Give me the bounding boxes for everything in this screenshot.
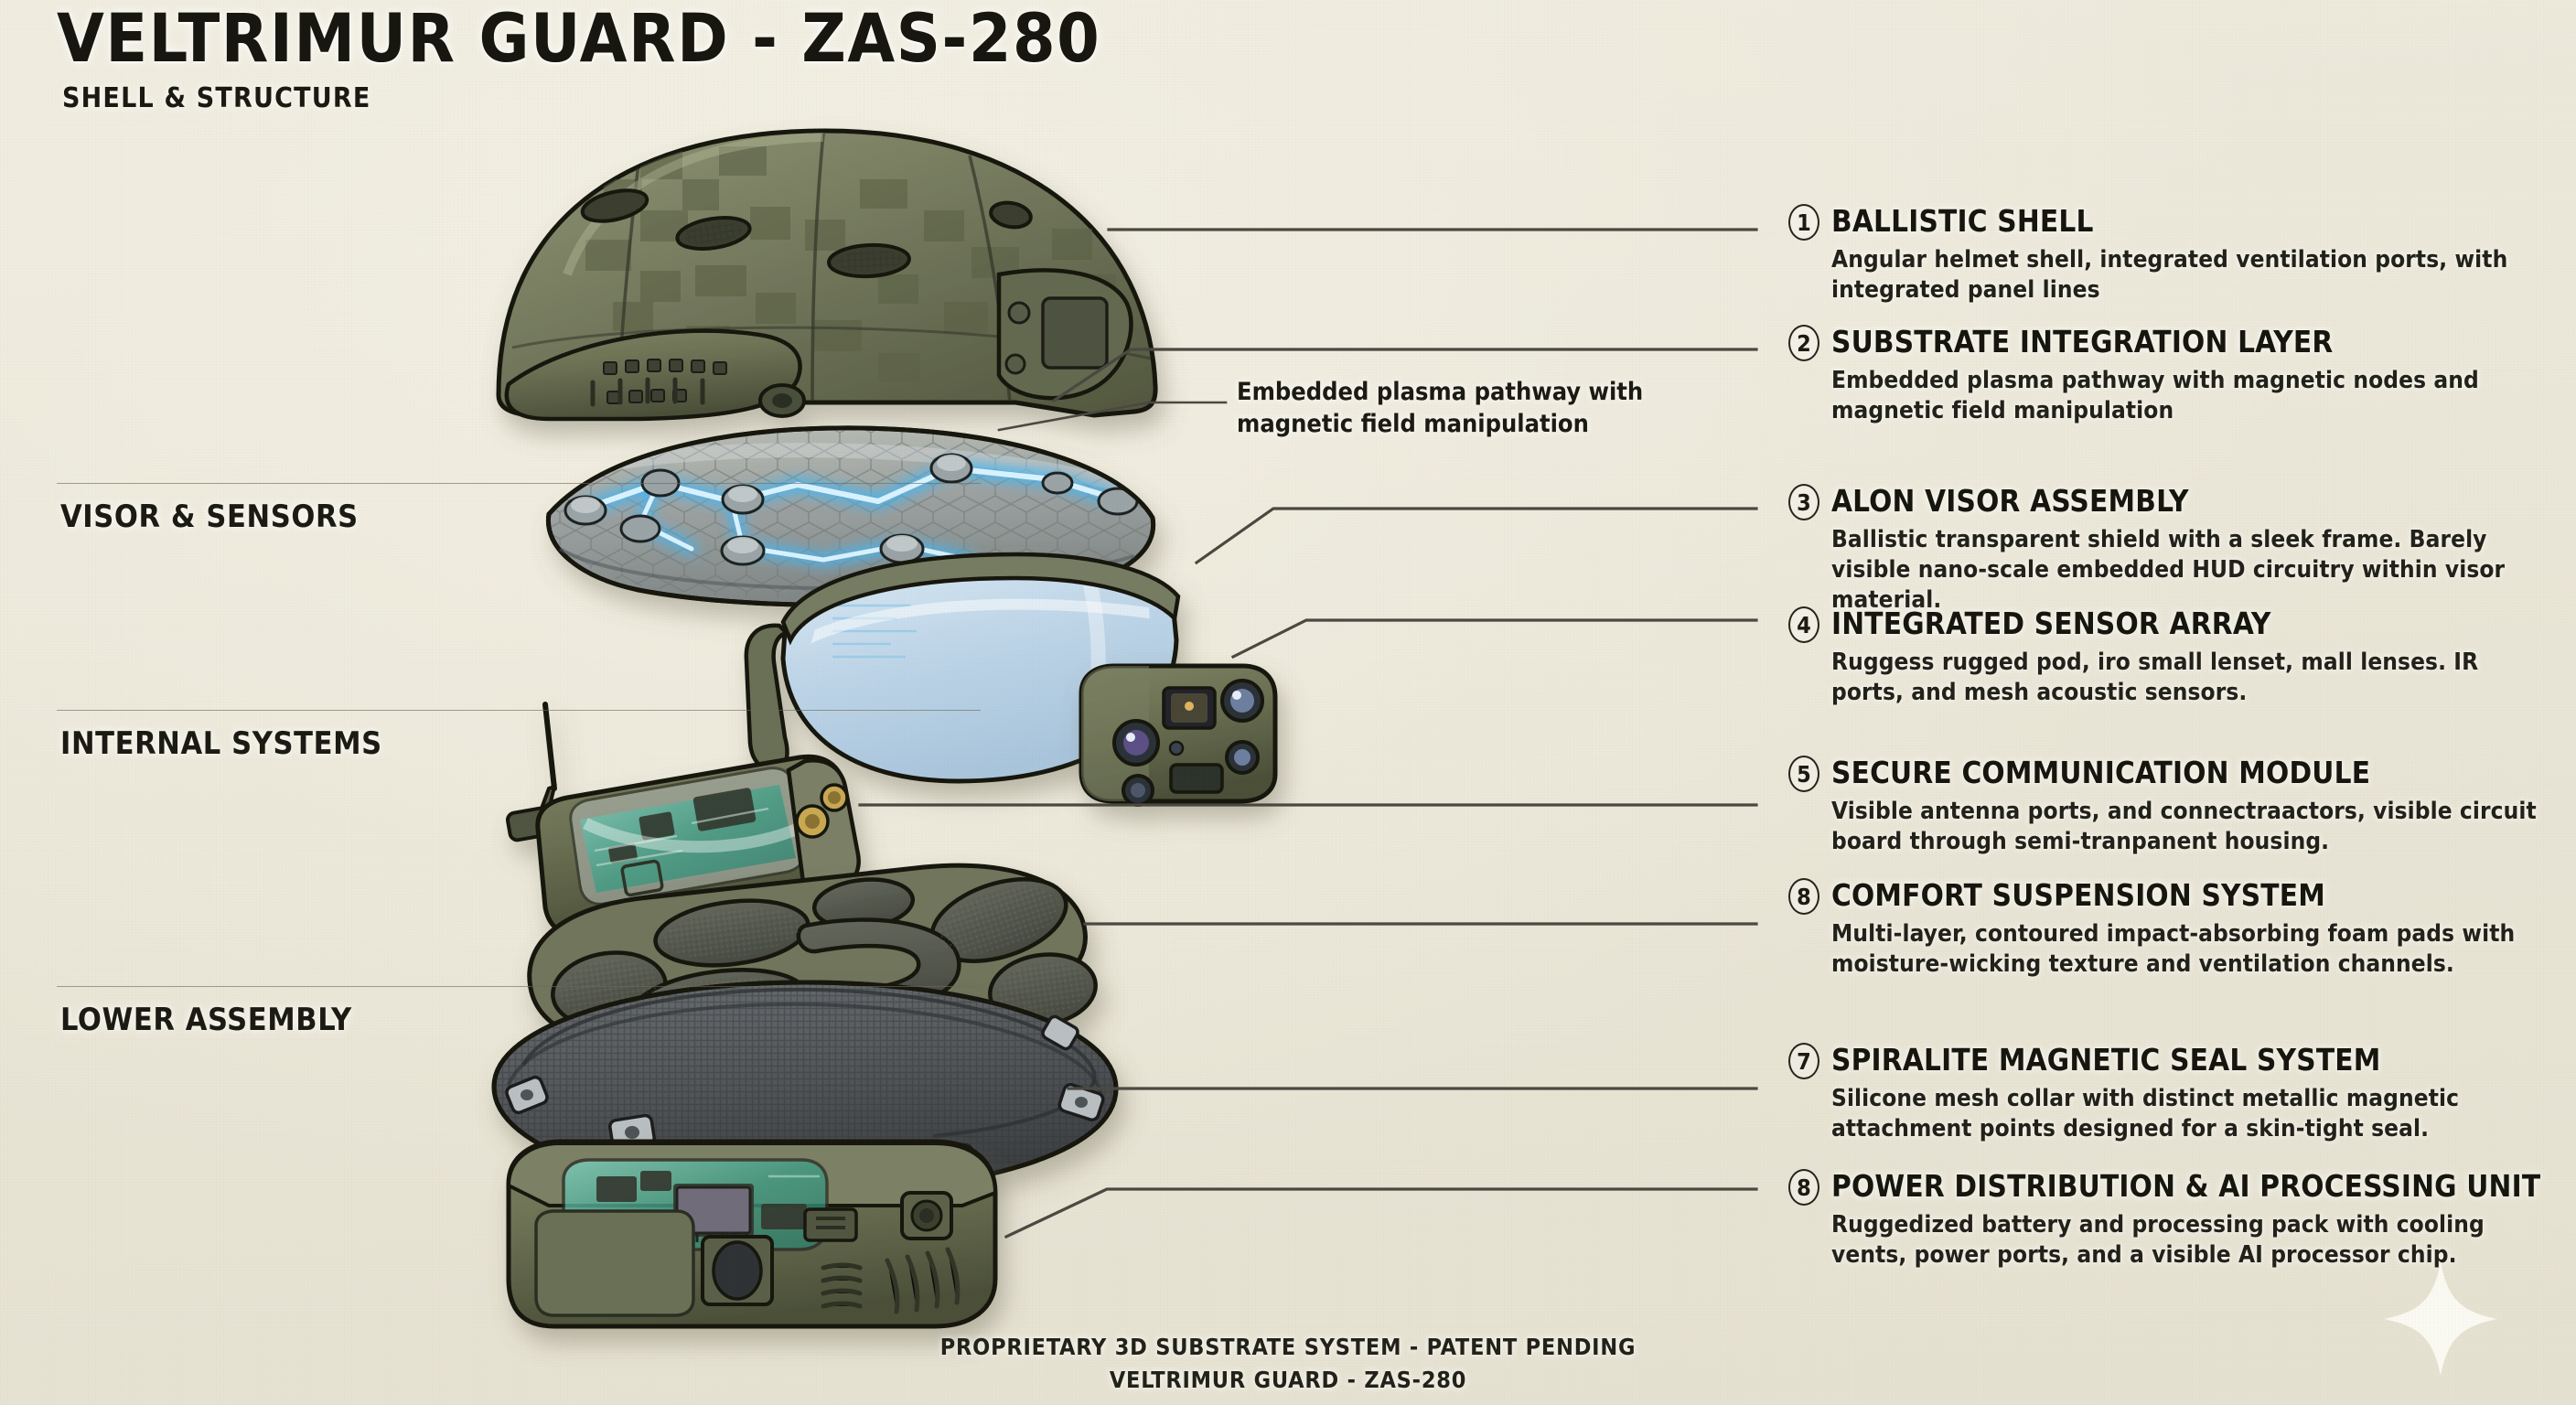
magnetic-nodes: [564, 453, 1139, 566]
callout-number-4: 4: [1788, 606, 1819, 643]
callout-body-8: Ruggedized battery and processing pack w…: [1831, 1211, 2485, 1269]
leader-line-3: [1194, 507, 1758, 565]
callout-title-8: POWER DISTRIBUTION & AI PROCESSING UNIT: [1831, 1168, 2541, 1204]
callout-body-5: Visible antenna ports, and connectraacto…: [1831, 798, 2537, 855]
part-ballistic-shell: [496, 128, 1158, 422]
leader-line-8: [1004, 1187, 1758, 1239]
callout-body-6: Multi-layer, contoured impact-absorbing …: [1831, 920, 2516, 978]
sparkle-icon: [2384, 1262, 2497, 1376]
callout-number-7: 7: [1788, 1043, 1819, 1079]
page-subtitle: SHELL & STRUCTURE: [62, 82, 371, 115]
part-power-unit: [506, 1139, 998, 1329]
callout-number-8: 8: [1788, 1169, 1819, 1206]
callout-item-4[interactable]: 4 INTEGRATED SENSOR ARRAY Ruggess rugged…: [1788, 606, 2552, 708]
footer-block: PROPRIETARY 3D SUBSTRATE SYSTEM - PATENT…: [0, 1331, 2576, 1398]
callout-body-4: Ruggess rugged pod, iro small lenset, ma…: [1831, 649, 2479, 706]
section-divider-visor: [57, 483, 981, 484]
section-label-visor-sensors: VISOR & SENSORS: [60, 499, 359, 535]
callout-body-2: Embedded plasma pathway with magnetic no…: [1831, 367, 2479, 424]
section-divider-internal: [57, 710, 981, 711]
callout-item-6[interactable]: 8 COMFORT SUSPENSION SYSTEM Multi-layer,…: [1788, 877, 2552, 980]
callout-number-2: 2: [1788, 325, 1819, 361]
callout-title-3: ALON VISOR ASSEMBLY: [1831, 483, 2189, 519]
callout-item-2[interactable]: 2 SUBSTRATE INTEGRATION LAYER Embedded p…: [1788, 324, 2552, 426]
page-title: VELTRIMUR GUARD - ZAS-280: [57, 0, 1101, 78]
callout-number-1: 1: [1788, 204, 1819, 241]
callout-title-5: SECURE COMMUNICATION MODULE: [1831, 755, 2371, 790]
callout-item-1[interactable]: 1 BALLISTIC SHELL Angular helmet shell, …: [1788, 203, 2552, 306]
callout-item-5[interactable]: 5 SECURE COMMUNICATION MODULE Visible an…: [1788, 755, 2552, 857]
part-sensor-array: [1079, 663, 1278, 807]
leader-line-4: [1230, 618, 1758, 660]
callout-number-5: 5: [1788, 756, 1819, 792]
callout-body-7: Silicone mesh collar with distinct metal…: [1831, 1085, 2460, 1142]
callout-item-8[interactable]: 8 POWER DISTRIBUTION & AI PROCESSING UNI…: [1788, 1168, 2552, 1271]
section-label-internal-systems: INTERNAL SYSTEMS: [60, 725, 382, 762]
callout-body-1: Angular helmet shell, integrated ventila…: [1831, 246, 2508, 304]
header-block: VELTRIMUR GUARD - ZAS-280 SHELL & STRUCT…: [57, 5, 1100, 115]
callout-note-plasma-pathway: Embedded plasma pathway with magnetic fi…: [1237, 378, 1644, 438]
callout-title-2: SUBSTRATE INTEGRATION LAYER: [1831, 324, 2334, 359]
callout-title-4: INTEGRATED SENSOR ARRAY: [1831, 606, 2271, 641]
callout-number-3: 3: [1788, 484, 1819, 520]
callout-item-7[interactable]: 7 SPIRALITE MAGNETIC SEAL SYSTEM Silicon…: [1788, 1042, 2552, 1144]
callout-number-6: 8: [1788, 878, 1819, 915]
footer-line-patent: PROPRIETARY 3D SUBSTRATE SYSTEM - PATENT…: [939, 1334, 1637, 1360]
callout-title-1: BALLISTIC SHELL: [1831, 203, 2094, 239]
part-comm-module: [505, 702, 861, 938]
section-label-lower-assembly: LOWER ASSEMBLY: [60, 1002, 352, 1038]
callout-body-3: Ballistic transparent shield with a slee…: [1831, 526, 2506, 614]
callout-title-7: SPIRALITE MAGNETIC SEAL SYSTEM: [1831, 1042, 2381, 1078]
section-divider-lower: [57, 986, 981, 987]
footer-line-product: VELTRIMUR GUARD - ZAS-280: [1109, 1367, 1467, 1394]
callout-title-6: COMFORT SUSPENSION SYSTEM: [1831, 877, 2325, 913]
callout-item-3[interactable]: 3 ALON VISOR ASSEMBLY Ballistic transpar…: [1788, 483, 2552, 615]
